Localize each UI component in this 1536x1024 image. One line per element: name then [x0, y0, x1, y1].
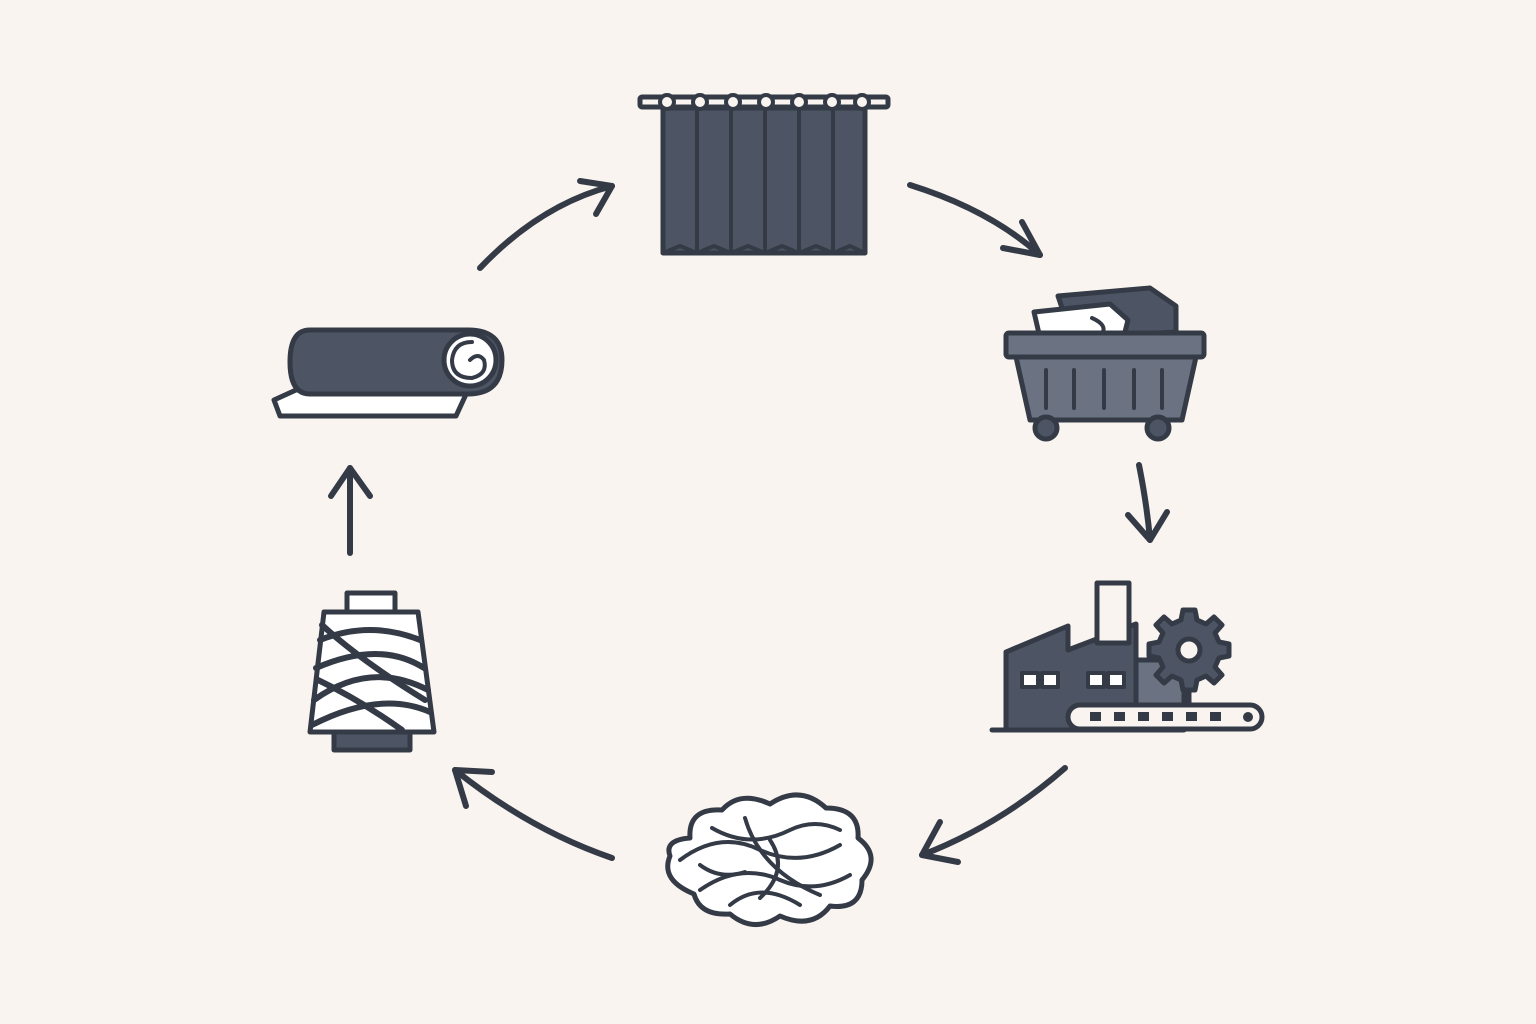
recycling-factory-icon	[989, 580, 1265, 733]
arrow-factory-to-fibers	[919, 765, 1068, 865]
arrow-bin-to-factory	[1125, 462, 1170, 543]
arrow-yarn-to-fabric	[328, 465, 373, 556]
arrow-fabric-to-curtain	[477, 178, 615, 271]
fiber-tangle-icon	[665, 792, 874, 927]
yarn-cone-icon	[307, 590, 437, 753]
cycle-arrows	[328, 178, 1170, 865]
textile-collection-bin-icon	[1003, 285, 1207, 442]
fabric-roll-icon	[271, 327, 505, 419]
arrow-fibers-to-yarn	[452, 767, 615, 861]
curtain-icon	[637, 93, 891, 256]
gear-icon	[1146, 607, 1232, 709]
arrow-curtain-to-bin	[907, 182, 1043, 258]
